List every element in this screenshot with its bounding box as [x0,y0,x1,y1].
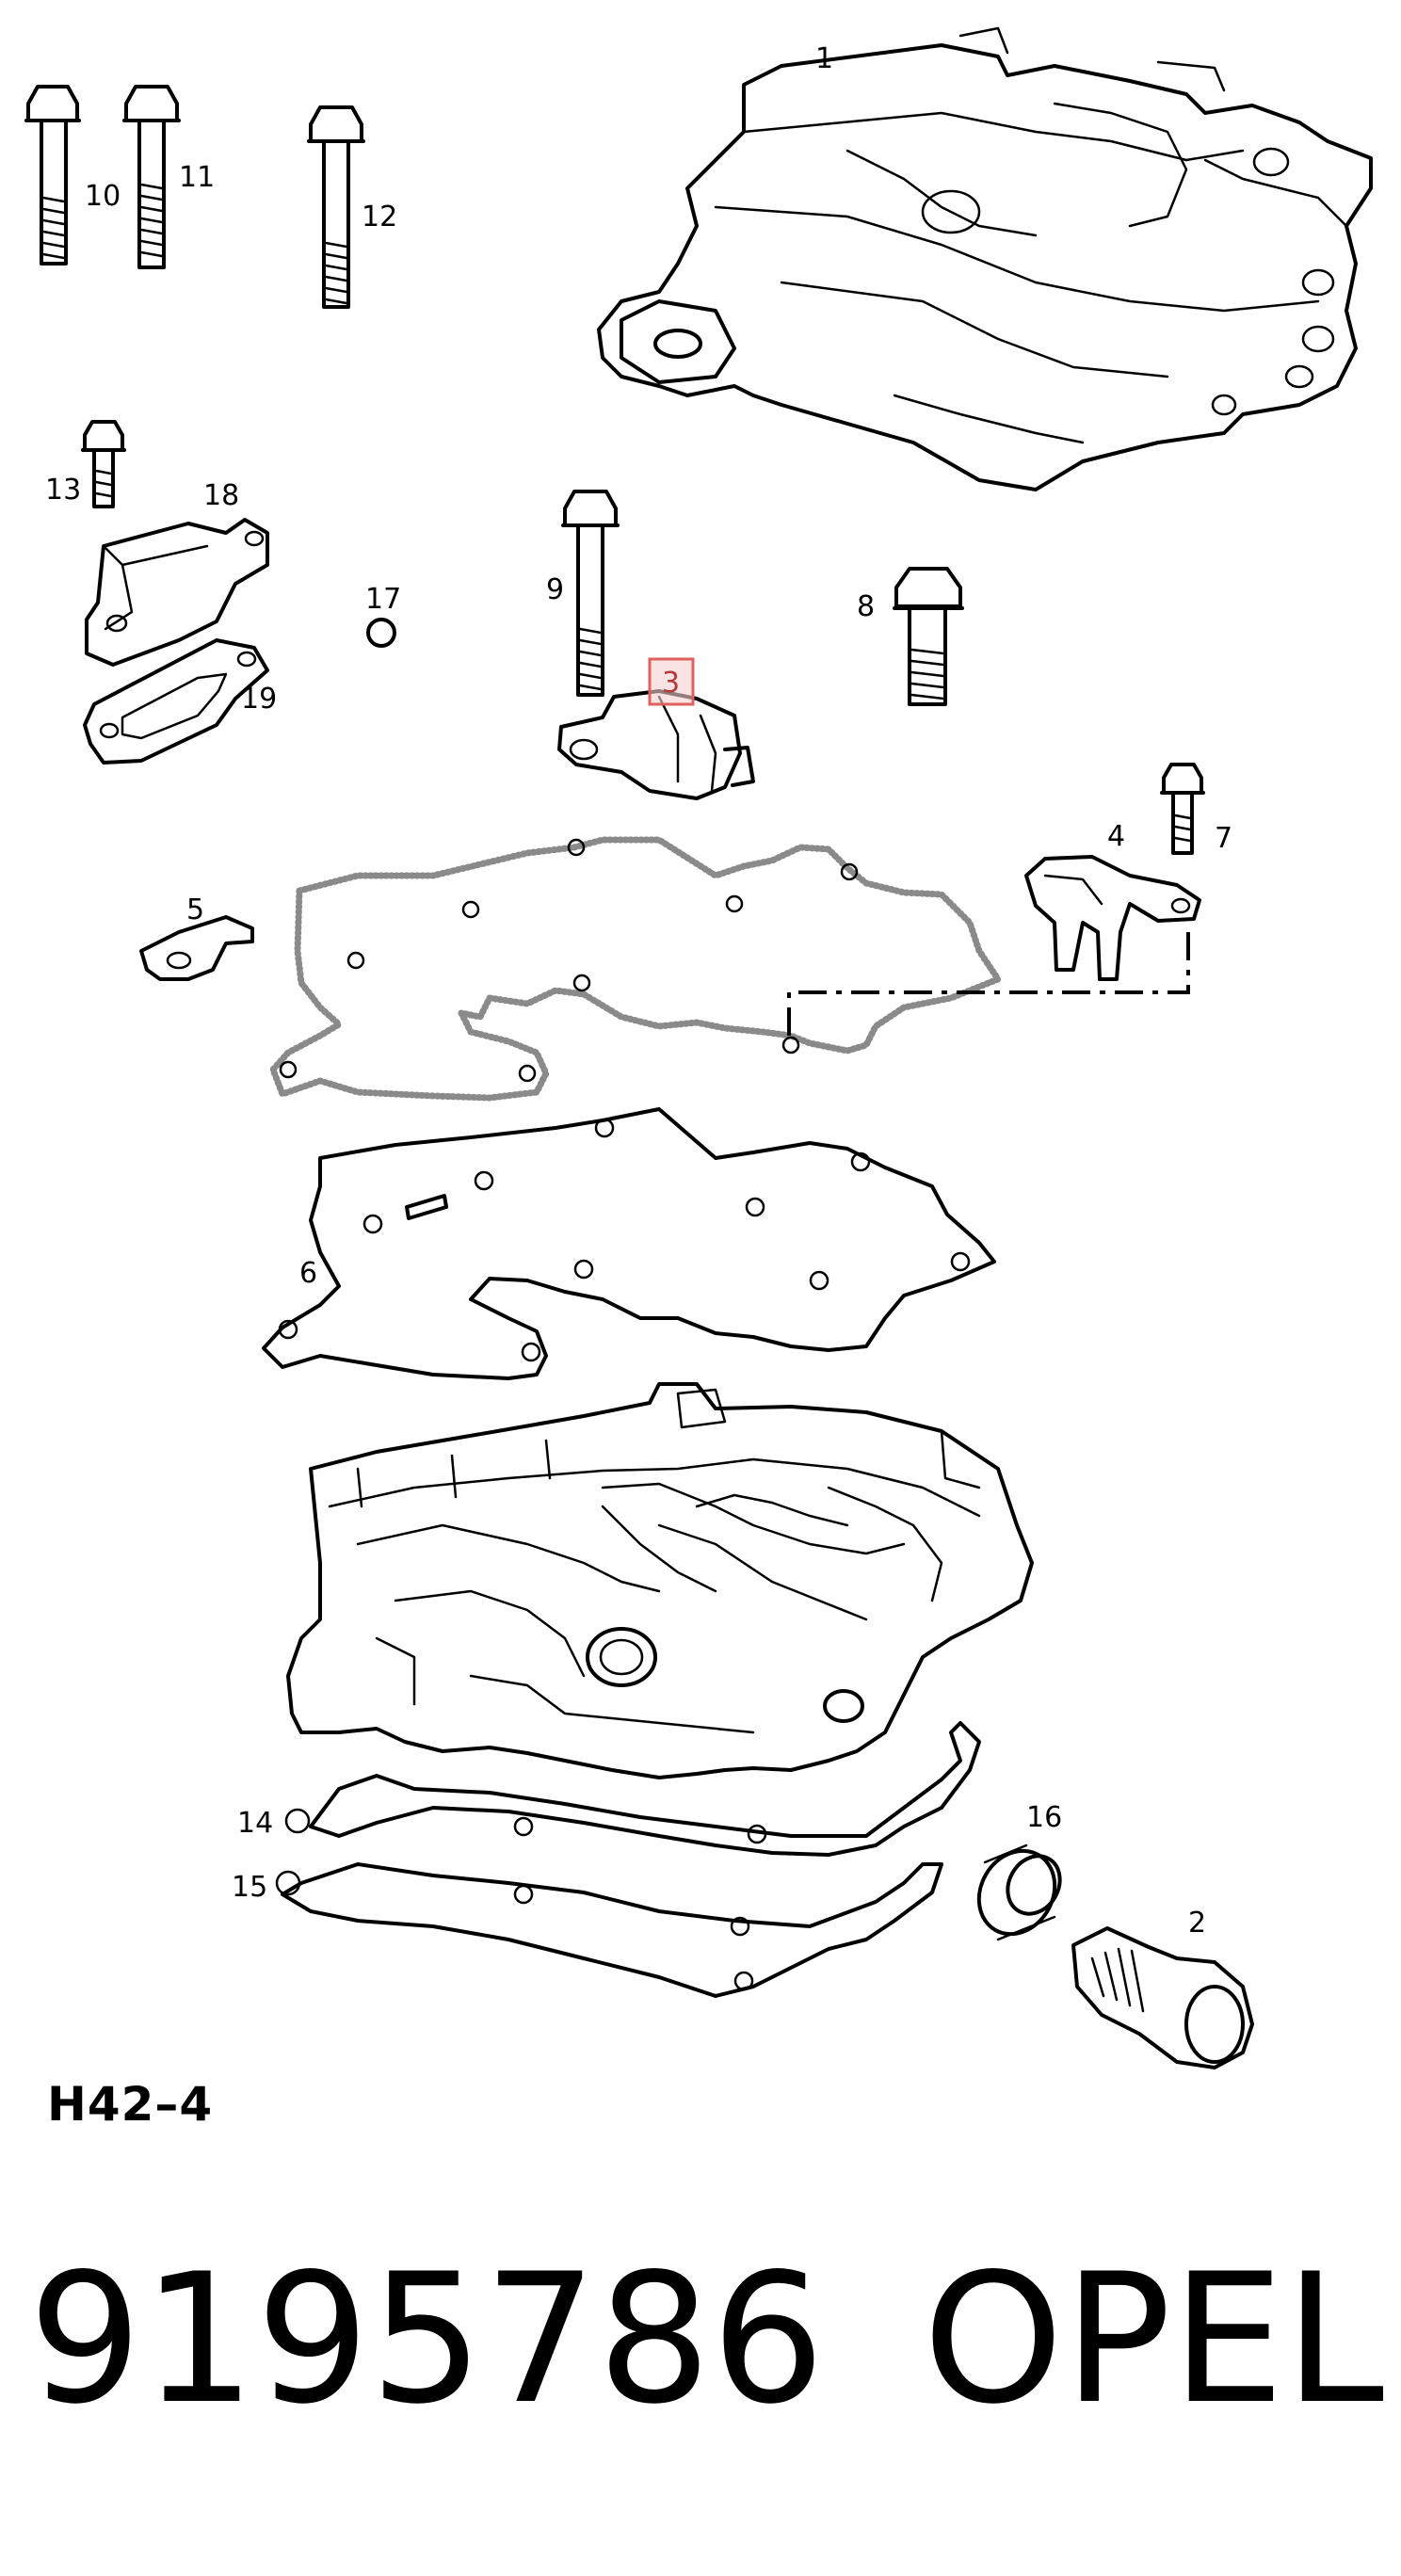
clip-5 [139,915,254,981]
label-14: 14 [237,1807,273,1840]
cover-18 [85,518,269,667]
label-1: 1 [815,42,833,75]
bolt-11 [122,85,181,269]
highlight-box-3 [648,657,695,706]
label-19: 19 [241,683,277,716]
label-16: 16 [1026,1801,1062,1834]
label-17: 17 [365,583,401,616]
label-5: 5 [186,894,204,926]
bracket-4 [1024,855,1201,981]
label-15: 15 [232,1871,267,1904]
label-4: 4 [1107,820,1125,853]
label-7: 7 [1215,822,1232,855]
diagram-code: H42–4 [47,2077,214,2132]
label-12: 12 [362,201,397,233]
solenoid-3 [557,689,755,800]
gasket-14 [284,1721,981,1857]
solenoid-2 [1071,1926,1254,2069]
bolt-10 [24,85,81,266]
label-8: 8 [857,590,875,623]
label-18: 18 [203,479,239,512]
gasket-19 [83,638,269,765]
separator-plate-dotted [269,836,1002,1102]
valve-body-lower [286,1382,1034,1779]
part-number: 9195786 [28,2235,826,2443]
brand-name: OPEL [923,2235,1385,2443]
label-10: 10 [85,180,121,213]
leader-line-dash-dot [787,932,1190,1036]
valve-body-upper [597,26,1373,491]
o-ring-17 [366,618,396,648]
label-3: 3 [662,667,680,700]
bolt-7 [1160,763,1205,855]
label-13: 13 [45,474,81,507]
gasket-6 [262,1107,996,1380]
label-6: 6 [299,1257,317,1290]
label-9: 9 [546,573,564,606]
bolt-13 [81,420,126,508]
label-11: 11 [179,161,215,194]
gasket-15 [275,1862,943,1998]
seal-16 [976,1843,1062,1941]
bolt-12 [307,105,365,309]
bolt-8 [893,567,964,706]
bolt-9 [561,490,620,697]
label-2: 2 [1188,1907,1206,1940]
